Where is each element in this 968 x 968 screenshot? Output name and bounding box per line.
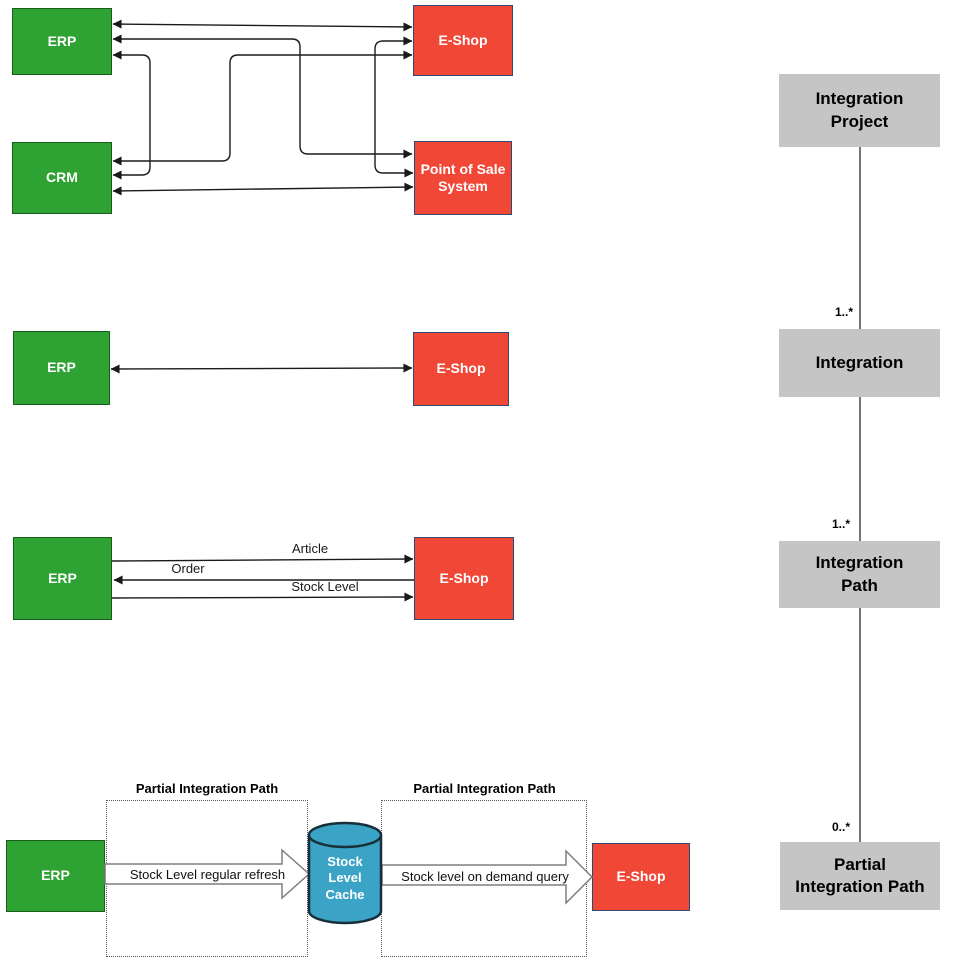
eshop-box-single: E-Shop: [413, 332, 509, 406]
connector-crm-pos: [112, 182, 414, 196]
partial-path-header-left: Partial Integration Path: [135, 781, 279, 796]
class-partial-integration-path: Partial Integration Path: [780, 842, 940, 910]
class-integration: Integration: [779, 329, 940, 397]
flow-stock-level-line: [111, 592, 414, 602]
connector-single-integration: [110, 363, 413, 374]
multiplicity-partial-path: 0..*: [831, 820, 850, 834]
flow-label-order: Order: [171, 561, 205, 576]
connector-eshop-pos: [374, 36, 414, 178]
partial-path-header-right: Partial Integration Path: [413, 781, 556, 796]
connector-erp-crm: [112, 50, 151, 180]
flow-label-stock-level: Stock Level: [291, 579, 359, 594]
erp-box-p2p: ERP: [12, 8, 112, 75]
connector-crm-eshop: [112, 50, 413, 166]
pos-box-p2p: Point of Sale System: [414, 141, 512, 215]
connector-erp-pos: [112, 34, 413, 159]
eshop-box-path: E-Shop: [414, 537, 514, 620]
arrow2-text: Stock level on demand query: [401, 869, 569, 884]
erp-box-single: ERP: [13, 331, 110, 405]
eshop-box-p2p: E-Shop: [413, 5, 513, 76]
arrow1-text: Stock Level regular refresh: [129, 867, 286, 882]
flow-label-article: Article: [291, 541, 329, 556]
multiplicity-integration: 1..*: [834, 305, 853, 319]
class-integration-project: Integration Project: [779, 74, 940, 147]
erp-box-path: ERP: [13, 537, 112, 620]
connector-erp-eshop: [112, 19, 413, 32]
eshop-box-partial: E-Shop: [592, 843, 690, 911]
crm-box-p2p: CRM: [12, 142, 112, 214]
class-integration-path: Integration Path: [779, 541, 940, 608]
erp-box-partial: ERP: [6, 840, 105, 912]
stock-level-cache-label: Stock Level Cache: [325, 854, 365, 902]
multiplicity-integration-path: 1..*: [831, 517, 850, 531]
